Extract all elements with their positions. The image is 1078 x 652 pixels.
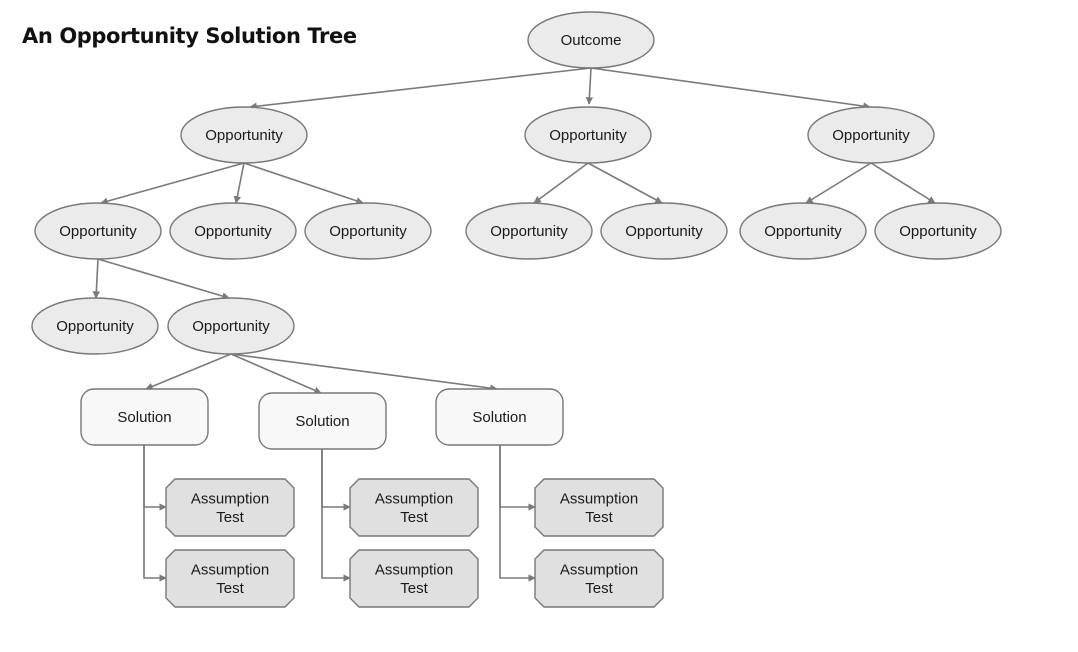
edge-sol-2-to-test-2-2 [321, 449, 351, 582]
outcome-ellipse [527, 11, 655, 69]
test-label: Test [216, 580, 244, 597]
opportunity-label: Opportunity [549, 127, 627, 144]
solution-box [435, 388, 564, 446]
test-label: Test [585, 580, 613, 597]
edge-opp-1-1-2-to-sol-2 [230, 353, 322, 394]
opportunity-node: Opportunity [807, 106, 935, 164]
opportunity-node: Opportunity [31, 297, 159, 355]
edge-outcome-to-opp-2 [585, 67, 594, 105]
edge-opp-2-to-opp-2-2 [587, 162, 663, 204]
opportunity-label: Opportunity [56, 318, 134, 335]
edge-opp-1-to-opp-1-1 [100, 162, 245, 205]
opportunity-label: Opportunity [205, 127, 283, 144]
test-label: Assumption [375, 561, 453, 578]
edge-sol-1-to-test-1-2 [143, 445, 167, 582]
opportunity-node: Opportunity [600, 202, 728, 260]
opportunity-node: Opportunity [524, 106, 652, 164]
opportunity-ellipse [180, 106, 308, 164]
opportunity-node: Opportunity [874, 202, 1002, 260]
opportunity-node: Opportunity [180, 106, 308, 164]
opportunity-node: Opportunity [465, 202, 593, 260]
edge-opp-1-1-to-opp-1-1-1 [92, 258, 101, 299]
opportunity-node: Opportunity [739, 202, 867, 260]
opportunity-label: Opportunity [899, 223, 977, 240]
opportunity-node: Opportunity [34, 202, 162, 260]
edge-opp-1-1-2-to-sol-3 [230, 353, 498, 392]
opportunity-ellipse [465, 202, 593, 260]
test-label: Assumption [560, 490, 638, 507]
opportunity-ellipse [169, 202, 297, 260]
opportunity-label: Opportunity [329, 223, 407, 240]
outcome-node: Outcome [527, 11, 655, 69]
solution-label: Solution [295, 413, 349, 430]
edge-sol-1-to-test-1-1 [143, 445, 167, 511]
opportunity-label: Opportunity [764, 223, 842, 240]
opportunity-label: Opportunity [194, 223, 272, 240]
page-title: An Opportunity Solution Tree [22, 24, 357, 48]
edge-outcome-to-opp-1 [249, 67, 592, 110]
edge-opp-3-to-opp-3-1 [805, 162, 872, 204]
test-label: Assumption [191, 490, 269, 507]
opportunity-ellipse [600, 202, 728, 260]
edge-opp-1-1-to-opp-1-1-2 [97, 258, 230, 300]
assumption-test-octagon [165, 549, 295, 608]
solution-node: Solution [435, 388, 564, 446]
opportunity-ellipse [739, 202, 867, 260]
test-label: Test [585, 509, 613, 526]
opportunity-label: Opportunity [490, 223, 568, 240]
edge-sol-2-to-test-2-1 [321, 449, 351, 511]
opportunity-label: Opportunity [59, 223, 137, 240]
solution-box [258, 392, 387, 450]
assumption-test-octagon [165, 478, 295, 537]
opportunity-ellipse [31, 297, 159, 355]
outcome-label: Outcome [561, 32, 622, 49]
assumption-test-octagon [534, 549, 664, 608]
solution-node: Solution [258, 392, 387, 450]
opportunity-node: Opportunity [304, 202, 432, 260]
edge-opp-2-to-opp-2-1 [533, 162, 589, 204]
edge-opp-1-1-2-to-sol-1 [145, 353, 232, 390]
test-label: Assumption [560, 561, 638, 578]
edge-outcome-to-opp-3 [590, 67, 871, 110]
opportunity-label: Opportunity [625, 223, 703, 240]
opportunity-node: Opportunity [169, 202, 297, 260]
test-label: Assumption [191, 561, 269, 578]
test-label: Test [400, 509, 428, 526]
opportunity-ellipse [524, 106, 652, 164]
edge-sol-3-to-test-3-1 [499, 445, 536, 511]
opportunity-ellipse [807, 106, 935, 164]
opportunity-ellipse [874, 202, 1002, 260]
test-label: Test [216, 509, 244, 526]
opportunity-node: Opportunity [167, 297, 295, 355]
solution-label: Solution [117, 409, 171, 426]
opportunity-label: Opportunity [192, 318, 270, 335]
edge-sol-3-to-test-3-2 [499, 445, 536, 582]
assumption-test-octagon [349, 478, 479, 537]
edge-opp-1-to-opp-1-2 [233, 162, 245, 204]
opportunity-ellipse [167, 297, 295, 355]
edges-layer [92, 67, 936, 582]
assumption-test-octagon [349, 549, 479, 608]
assumption-test-octagon [534, 478, 664, 537]
opportunity-ellipse [304, 202, 432, 260]
test-label: Assumption [375, 490, 453, 507]
edge-opp-1-to-opp-1-3 [243, 162, 364, 205]
solution-node: Solution [80, 388, 209, 446]
solution-box [80, 388, 209, 446]
solution-label: Solution [472, 409, 526, 426]
opportunity-ellipse [34, 202, 162, 260]
opportunity-label: Opportunity [832, 127, 910, 144]
test-label: Test [400, 580, 428, 597]
edge-opp-3-to-opp-3-2 [870, 162, 936, 204]
